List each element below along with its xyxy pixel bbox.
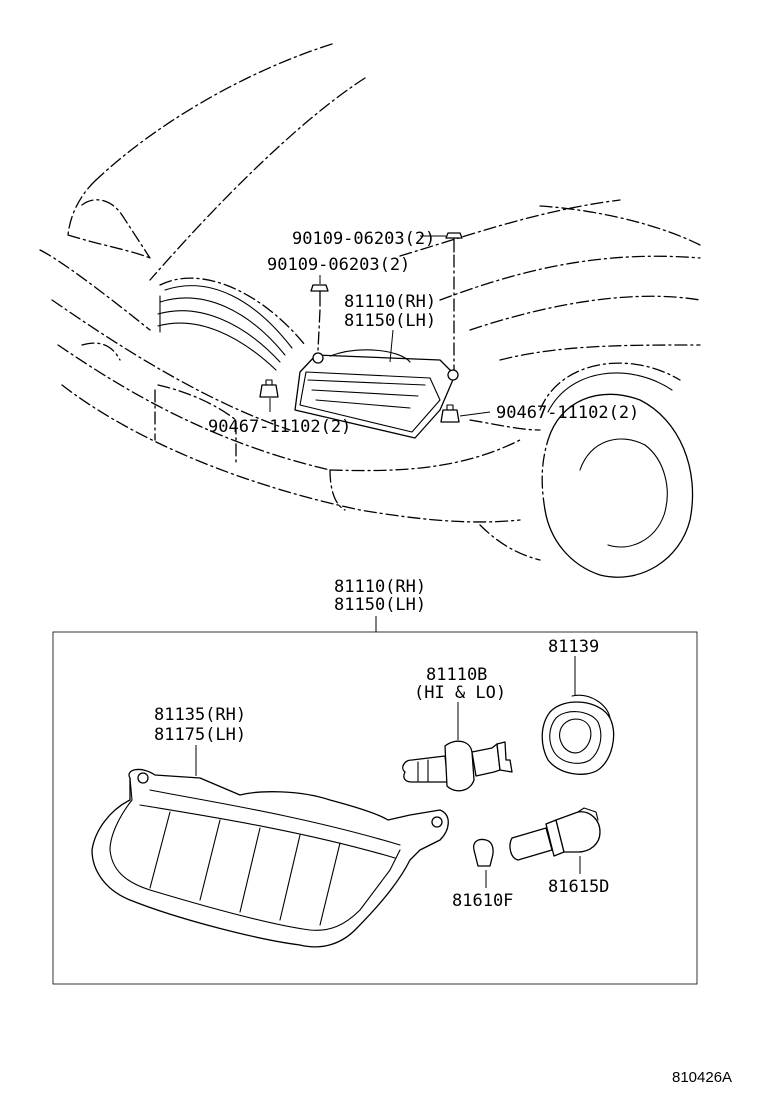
label-assy-lh: 81150(LH)	[334, 595, 426, 615]
mounted-headlamp	[294, 349, 459, 439]
label-unit-lh: 81175(LH)	[154, 725, 246, 745]
small-bulb-icon	[472, 838, 494, 867]
label-unit-rh: 81135(RH)	[154, 705, 246, 725]
exploded-view-frame	[52, 631, 698, 985]
label-screw-a: 90109-06203(2)	[292, 229, 435, 249]
screw-top-left-icon	[310, 284, 329, 351]
socket-cover-icon	[541, 694, 615, 775]
headlamp-unit	[91, 768, 449, 948]
label-socket-cover: 81139	[548, 637, 599, 657]
label-bulb-small: 81610F	[452, 891, 513, 911]
label-nut-left: 90467-11102(2)	[208, 417, 351, 437]
nut-right-icon	[440, 404, 460, 423]
nut-left-icon	[259, 379, 279, 398]
label-headlamp-top-lh: 81150(LH)	[344, 311, 436, 331]
label-assy-rh: 81110(RH)	[334, 577, 426, 597]
label-headlamp-top-rh: 81110(RH)	[344, 292, 436, 312]
main-bulb-icon	[402, 740, 513, 792]
label-bulb-main: 81110B	[426, 665, 487, 685]
screw-top-right-icon	[445, 232, 463, 371]
diagram-code: 810426A	[672, 1069, 732, 1086]
label-nut-right: 90467-11102(2)	[496, 403, 639, 423]
label-bulb-main-note: (HI & LO)	[414, 683, 506, 703]
car-body-outline	[39, 43, 701, 578]
label-screw-b: 90109-06203(2)	[267, 255, 410, 275]
label-bulb-socket: 81615D	[548, 877, 609, 897]
bulb-socket-icon	[509, 807, 601, 861]
